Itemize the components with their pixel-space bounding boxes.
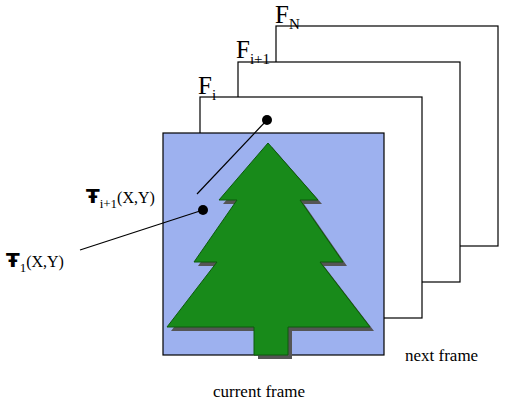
tree (167, 143, 370, 355)
pixel-dot (262, 115, 272, 125)
pixel-symbol: Ŧ (6, 248, 20, 272)
label-group: Fi+1 (236, 37, 270, 67)
pixel-index: 1 (20, 260, 27, 275)
frame-index: i (212, 87, 216, 103)
leader-line (80, 210, 203, 250)
pixel-symbol: Ŧ (86, 184, 100, 208)
current-frame (163, 133, 384, 355)
pixel-index: i+1 (100, 196, 117, 211)
label-group: Ŧi+1(X,Y) (86, 186, 155, 210)
pixel-dot (198, 205, 208, 215)
label-group: current frame (213, 383, 305, 400)
leader-line (197, 120, 267, 194)
frame-caption: current frame (213, 382, 305, 401)
label-group: Fi (198, 73, 216, 103)
frame-letter: F (198, 72, 212, 99)
frame-index: N (289, 16, 300, 32)
frame-index: i+1 (250, 51, 270, 67)
frame-caption: next frame (405, 346, 478, 365)
frame-letter: F (236, 36, 250, 63)
label-group: FN (275, 2, 300, 32)
frame-letter: F (275, 1, 289, 28)
label-group: next frame (405, 347, 478, 364)
label-group: Ŧ1(X,Y) (6, 250, 64, 274)
pixel-coordinates: (X,Y) (117, 189, 155, 206)
pixel-coordinates: (X,Y) (26, 253, 64, 270)
